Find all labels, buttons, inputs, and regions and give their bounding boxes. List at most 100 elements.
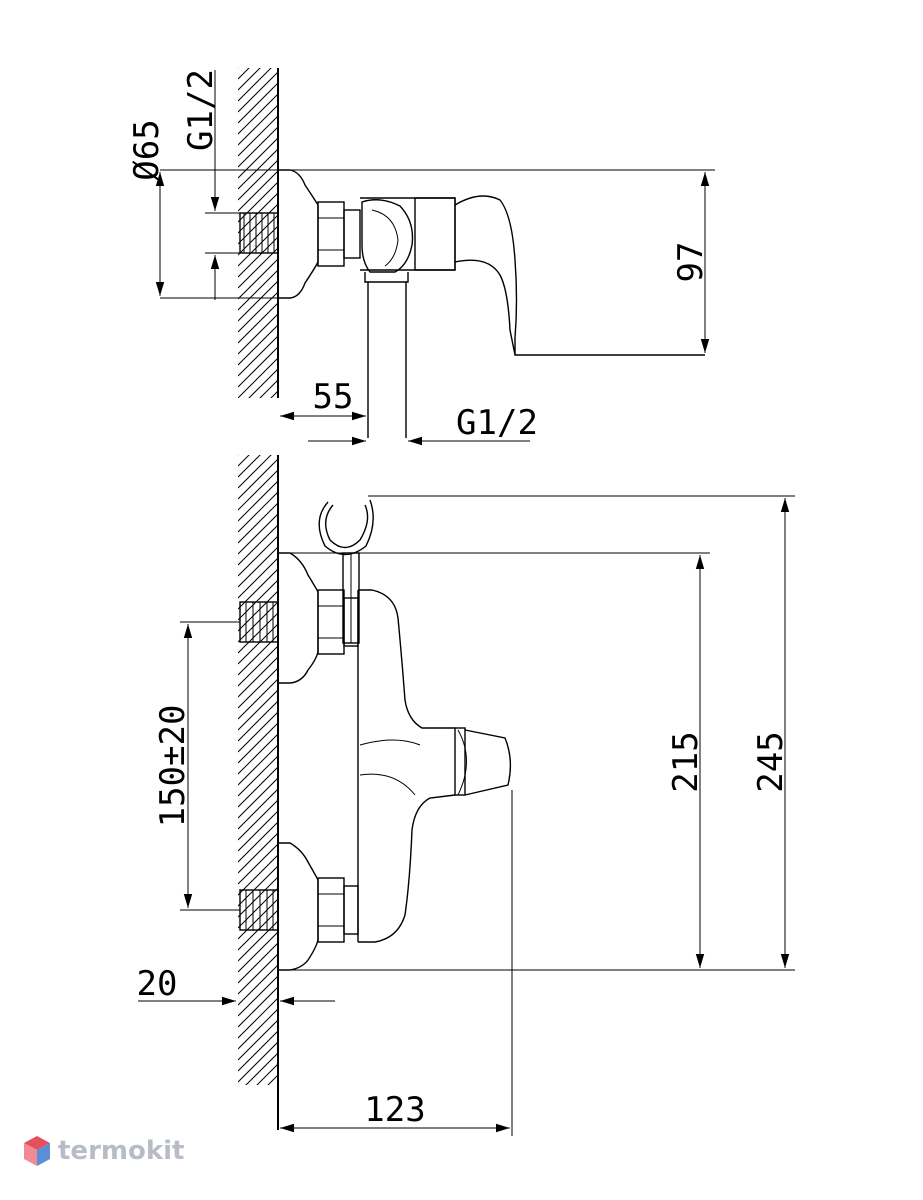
inlet-thread-upper [239,601,279,643]
hatch-line [238,455,261,478]
escutcheon-upper [278,552,319,684]
hatch-line [238,623,278,665]
escutcheon-top [278,169,319,299]
dim-height-215-label: 215 [666,731,706,792]
hatch-line [238,568,278,610]
hatch-line [238,335,278,377]
dim-diameter: Ø65 [127,119,290,299]
hatch-line [238,546,278,588]
hatch-line [238,832,278,874]
handle-front [454,727,512,796]
outlet-pipe-top [367,282,407,438]
hatch-line [238,788,278,830]
hatch-line [238,854,278,896]
hatch-line [238,942,278,984]
hatch-line [238,236,278,278]
hatch-line [238,931,278,973]
hatch-line [238,68,272,102]
front-view: 150±20 215 245 20 123 [137,455,795,1159]
hatch-line [259,379,278,398]
hatch-line [238,68,239,69]
cube-icon [24,1136,50,1166]
hatch-line [238,766,278,808]
hatch-line [238,71,278,113]
inlet-thread-top [239,212,279,254]
watermark-text: termokit [58,1136,185,1166]
hatch-line [238,1041,278,1083]
hatch-line [238,104,278,146]
wall-hatch-top [238,68,278,464]
hatch-line [238,480,278,522]
hatch-line [238,424,278,464]
hatch-line [238,601,278,643]
lever-top [454,195,705,356]
hatch-line [238,634,278,676]
hatch-line [238,524,278,566]
hatch-line [238,997,278,1039]
shower-holder [318,499,374,644]
hatch-line [238,821,278,863]
hatch-line [238,975,278,1017]
hatch-line [238,225,278,267]
hatch-line [238,865,278,907]
dim-thread-top: G1/2 [181,69,240,300]
hatch-line [238,455,250,467]
hatch-line [238,689,278,731]
hatch-line [238,887,278,929]
hatch-line [238,455,272,489]
hatch-line [238,1030,278,1072]
hatch-line [238,590,278,632]
hatch-line [238,656,278,698]
dim-height-245: 245 [368,495,795,968]
hatch-line [238,491,278,533]
hatch-line [238,953,278,995]
hatch-line [238,126,278,168]
dim-height-97: 97 [290,169,715,353]
dim-length-123-label: 123 [364,1090,425,1130]
dim-height-97-label: 97 [671,242,711,283]
hatch-line [238,469,278,511]
dim-wall-20: 20 [137,964,335,1006]
hatch-line [238,513,278,555]
hatch-line [238,68,261,91]
dim-wall-20-label: 20 [137,964,178,1004]
hatch-line [238,799,278,841]
nut-upper [317,589,359,655]
hatch-line [238,744,278,786]
hatch-line [238,777,278,819]
hatch-line [238,203,278,245]
hatch-line [238,170,278,212]
hatch-line [238,455,239,456]
hatch-line [238,181,278,223]
hatch-line [238,557,278,599]
hatch-line [238,843,278,885]
hatch-line [238,313,278,355]
hatch-line [238,1097,278,1137]
hatch-line [238,82,278,124]
escutcheon-lower [278,842,319,971]
hatch-line [238,1119,278,1159]
hatch-line [238,920,278,962]
hatch-line [238,645,278,687]
hatch-line [238,346,278,388]
hatch-line [238,755,278,797]
dim-length-123: 123 [280,790,513,1136]
wall-hatch-front [238,455,278,1159]
hatch-line [270,390,278,398]
dim-thread-outlet-label: G1/2 [456,403,538,443]
hatch-line [267,1074,278,1085]
hatch-line [238,357,278,398]
dim-depth-55: 55 [280,377,366,421]
hatch-line [238,324,278,366]
dim-thread-outlet: G1/2 [308,403,538,446]
hatch-line [238,280,278,322]
dim-diameter-label: Ø65 [127,119,167,180]
top-view: Ø65 G1/2 97 55 G1/2 [127,68,715,464]
hatch-line [238,986,278,1028]
hatch-line [238,1019,278,1061]
hatch-line [238,159,278,201]
hatch-line [238,258,278,300]
hatch-line [238,148,278,190]
hatch-line [238,678,278,720]
